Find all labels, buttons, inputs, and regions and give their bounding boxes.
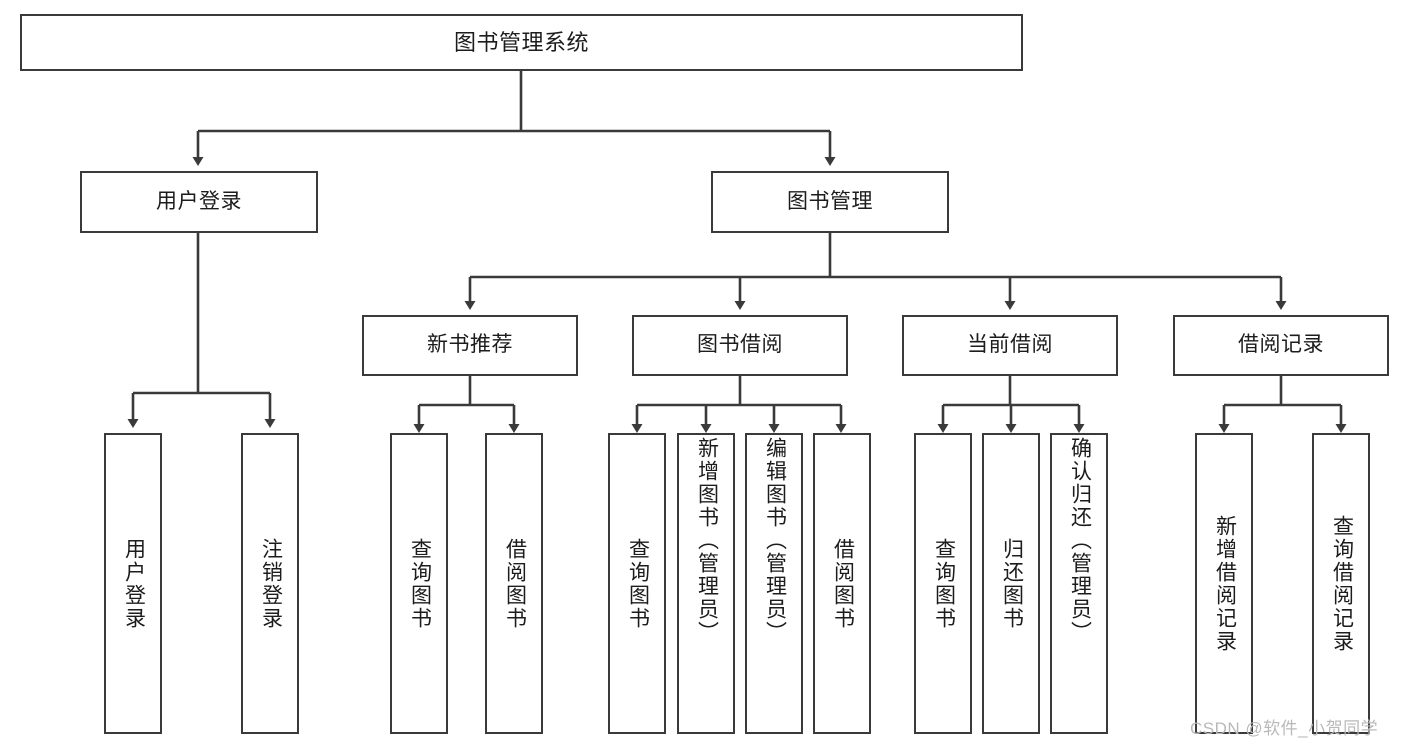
leaf-label: 查询图书 xyxy=(408,537,432,630)
node-new-book-recommend[interactable]: 新书推荐 xyxy=(362,315,578,376)
leaf-label: 注销登录 xyxy=(259,537,283,630)
leaf-label: 借阅图书 xyxy=(503,537,527,630)
leaf-new-book-borrow-book[interactable]: 借阅图书 xyxy=(485,433,543,734)
leaf-label: 归还图书 xyxy=(1000,537,1024,630)
node-label: 当前借阅 xyxy=(967,333,1053,357)
leaf-borrow-record-query-record[interactable]: 查询借阅记录 xyxy=(1312,433,1370,734)
leaf-label: 用户登录 xyxy=(122,537,146,630)
node-label: 用户登录 xyxy=(156,189,242,213)
node-borrow-record[interactable]: 借阅记录 xyxy=(1173,315,1389,376)
node-root-book-management-system[interactable]: 图书管理系统 xyxy=(20,14,1023,71)
leaf-label: 查询图书 xyxy=(626,537,650,630)
node-label: 借阅记录 xyxy=(1238,333,1324,357)
leaf-book-borrow-add-book-admin[interactable]: 新增图书（管理员） xyxy=(677,433,735,734)
leaf-user-login-logout[interactable]: 注销登录 xyxy=(241,433,299,734)
leaf-label: 编辑图书（管理员） xyxy=(763,437,787,644)
node-book-borrow[interactable]: 图书借阅 xyxy=(632,315,848,376)
leaf-label: 查询借阅记录 xyxy=(1330,514,1354,653)
leaf-label: 确认归还（管理员） xyxy=(1068,437,1092,644)
node-current-borrow[interactable]: 当前借阅 xyxy=(902,315,1118,376)
node-label: 新书推荐 xyxy=(427,333,513,357)
leaf-book-borrow-borrow-book[interactable]: 借阅图书 xyxy=(813,433,871,734)
leaf-borrow-record-add-record[interactable]: 新增借阅记录 xyxy=(1195,433,1253,734)
node-user-login[interactable]: 用户登录 xyxy=(80,171,318,233)
leaf-new-book-query-book[interactable]: 查询图书 xyxy=(390,433,448,734)
leaf-book-borrow-query-book[interactable]: 查询图书 xyxy=(608,433,666,734)
leaf-user-login-login[interactable]: 用户登录 xyxy=(104,433,162,734)
leaf-book-borrow-edit-book-admin[interactable]: 编辑图书（管理员） xyxy=(745,433,803,734)
watermark-text: CSDN @软件_小贺同学 xyxy=(1190,719,1379,738)
leaf-label: 新增图书（管理员） xyxy=(695,437,719,644)
node-label: 图书管理 xyxy=(787,189,873,213)
node-book-management[interactable]: 图书管理 xyxy=(711,171,949,233)
leaf-label: 查询图书 xyxy=(932,537,956,630)
leaf-current-borrow-confirm-return-admin[interactable]: 确认归还（管理员） xyxy=(1050,433,1108,734)
leaf-current-borrow-query-book[interactable]: 查询图书 xyxy=(914,433,972,734)
leaf-current-borrow-return-book[interactable]: 归还图书 xyxy=(982,433,1040,734)
leaf-label: 借阅图书 xyxy=(831,537,855,630)
node-label: 图书借阅 xyxy=(697,333,783,357)
leaf-label: 新增借阅记录 xyxy=(1213,514,1237,653)
node-label: 图书管理系统 xyxy=(453,29,589,55)
